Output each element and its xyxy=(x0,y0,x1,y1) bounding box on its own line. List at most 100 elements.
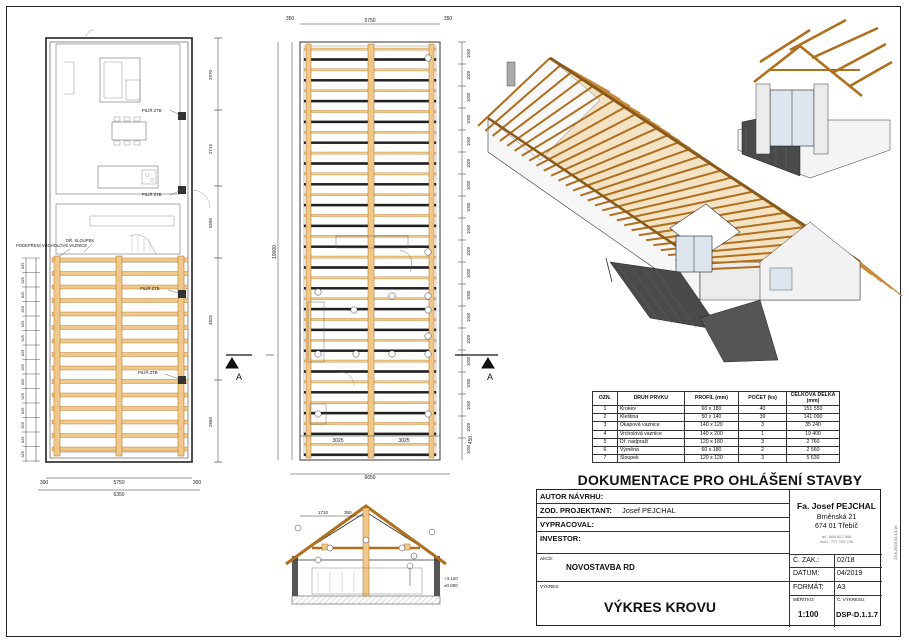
roof-right-dim: 1000 xyxy=(466,92,471,102)
iso-rafter xyxy=(550,127,658,177)
roof-dim-bottom-right: 450 xyxy=(468,436,474,445)
roof-right-dim: 1000 xyxy=(466,180,471,190)
iso-rafter xyxy=(528,106,626,162)
iso-rafter xyxy=(580,155,700,197)
element-marker xyxy=(350,306,358,314)
element-marker xyxy=(424,292,432,300)
roof-dim-bottom-1: 3025 xyxy=(332,438,343,444)
scale-row: MĚŘÍTKO: 1:100 Č. VÝKRESU: DSP-D.1.1.7 xyxy=(789,596,882,627)
company-name: Fa. Josef PEJCHAL xyxy=(797,501,876,511)
table-cell: 60 x 180 xyxy=(683,404,740,415)
iso-rafter xyxy=(616,190,754,222)
plan-left-dim: 625 xyxy=(21,292,25,298)
plan-left-dim: 625 xyxy=(21,422,25,428)
element-marker xyxy=(314,410,322,418)
table-cell: Krokev xyxy=(616,404,685,415)
isometric-detail-view xyxy=(737,18,893,179)
table-cell: 1 xyxy=(738,429,787,439)
table-header-delka: CELKOVÁ DÉLKA (mm) xyxy=(786,391,840,406)
roof-right-dim: 1000 xyxy=(466,114,471,124)
company-phone-1: tel.: 568 822 666 xyxy=(821,533,852,539)
element-marker xyxy=(424,410,432,418)
table-cell: Kleština xyxy=(616,413,685,423)
order-no-value: 02/18 xyxy=(837,557,855,564)
drawing-label: VÝKRES: xyxy=(540,584,560,589)
table-cell: 39 xyxy=(738,413,787,423)
roof-right-dim: 1000 xyxy=(466,356,471,366)
plan-right-dim: 5590 xyxy=(208,217,213,228)
element-marker xyxy=(352,350,360,358)
plan-dim-right-300: 300 xyxy=(193,480,202,486)
table-cell: 3 xyxy=(738,421,787,431)
element-marker xyxy=(410,552,418,560)
plan-left-dim: 625 xyxy=(21,335,25,341)
table-cell: 140 x 200 xyxy=(683,429,740,439)
element-marker xyxy=(424,248,432,256)
element-marker xyxy=(424,54,432,62)
table-cell: 3 xyxy=(592,421,618,431)
plan-right-dim: 2715 xyxy=(208,143,213,154)
plan-label-ridge-support: PODEPŘENÍ VRCHOLOVÉ VAZNICE xyxy=(16,243,87,248)
format-label: FORMÁT: xyxy=(793,584,824,591)
element-marker xyxy=(424,332,432,340)
project-label: AKCE: xyxy=(540,556,554,561)
roof-plan xyxy=(277,23,466,475)
roof-right-dim: 1000 xyxy=(466,202,471,212)
plan-left-dim: 625 xyxy=(21,321,25,327)
plan-right-dim-ticks xyxy=(214,37,222,463)
table-cell: 4 xyxy=(592,429,618,439)
section-dim-top: 1710 xyxy=(318,510,329,515)
responsible-label: ZOD. PROJEKTANT: xyxy=(540,506,612,515)
plan-right-dim: 2970 xyxy=(208,69,213,80)
section-dim-top-2: 350 xyxy=(344,510,352,515)
format-value: A3 xyxy=(837,584,846,591)
plan-label-pillar-3: PILÍŘ ZTB xyxy=(140,286,160,291)
iso-rafter xyxy=(565,141,679,187)
date-label: DATUM: xyxy=(793,570,820,577)
iso-rafter xyxy=(859,261,903,297)
roof-right-dim: 1000 xyxy=(466,158,471,168)
table-cell: Sloupek xyxy=(616,454,685,464)
roof-dim-top: 5750 xyxy=(364,18,375,24)
responsible-value: Josef PEJCHAL xyxy=(622,506,676,515)
table-cell: 2 760 xyxy=(786,437,840,448)
table-cell: 5 630 xyxy=(786,454,840,464)
roof-right-dim: 1000 xyxy=(466,378,471,388)
plan-left-dim: 625 xyxy=(21,263,25,269)
plan-dim-bottom-2: 6350 xyxy=(113,492,124,498)
table-cell: 50 x 140 xyxy=(683,413,740,423)
plan-left-dim: 625 xyxy=(21,379,25,385)
element-marker xyxy=(388,292,396,300)
table-cell: 2 xyxy=(592,413,618,423)
table-cell: 3 xyxy=(738,454,787,464)
plan-left-dim: 625 xyxy=(21,408,25,414)
iso-rafter xyxy=(491,71,573,137)
roof-dim-bottom: 6650 xyxy=(364,475,375,481)
roof-dim-left-total: 19000 xyxy=(272,245,278,259)
iso-rafter xyxy=(514,92,604,152)
table-cell: 2 xyxy=(738,446,787,456)
iso-rafter xyxy=(543,120,647,172)
roof-right-dim: 1000 xyxy=(466,246,471,256)
company-address-2: 674 01 Třebíč xyxy=(814,522,859,530)
responsible-row: ZOD. PROJEKTANT: Josef PEJCHAL xyxy=(537,504,789,518)
element-marker xyxy=(326,544,334,552)
iso-rafter xyxy=(609,183,743,217)
table-header-row: OZN. DRUH PRVKU PROFIL (mm) POČET (ks) C… xyxy=(592,391,840,406)
table-cell: Okapová vaznice xyxy=(616,421,685,431)
plan-label-pillar-4: PILÍŘ ZTB xyxy=(138,370,158,375)
roof-right-dim: 1000 xyxy=(466,444,471,454)
table-header-ozn: OZN. xyxy=(592,391,618,406)
table-cell: Dř. nadpraží xyxy=(616,437,685,448)
company-phone-2: mob.: 777 700 700 xyxy=(819,538,854,544)
roof-right-dim: 1000 xyxy=(466,422,471,432)
prepared-label: VYPRACOVAL: xyxy=(540,520,595,529)
element-marker xyxy=(398,544,406,552)
roof-right-dim: 1000 xyxy=(466,268,471,278)
